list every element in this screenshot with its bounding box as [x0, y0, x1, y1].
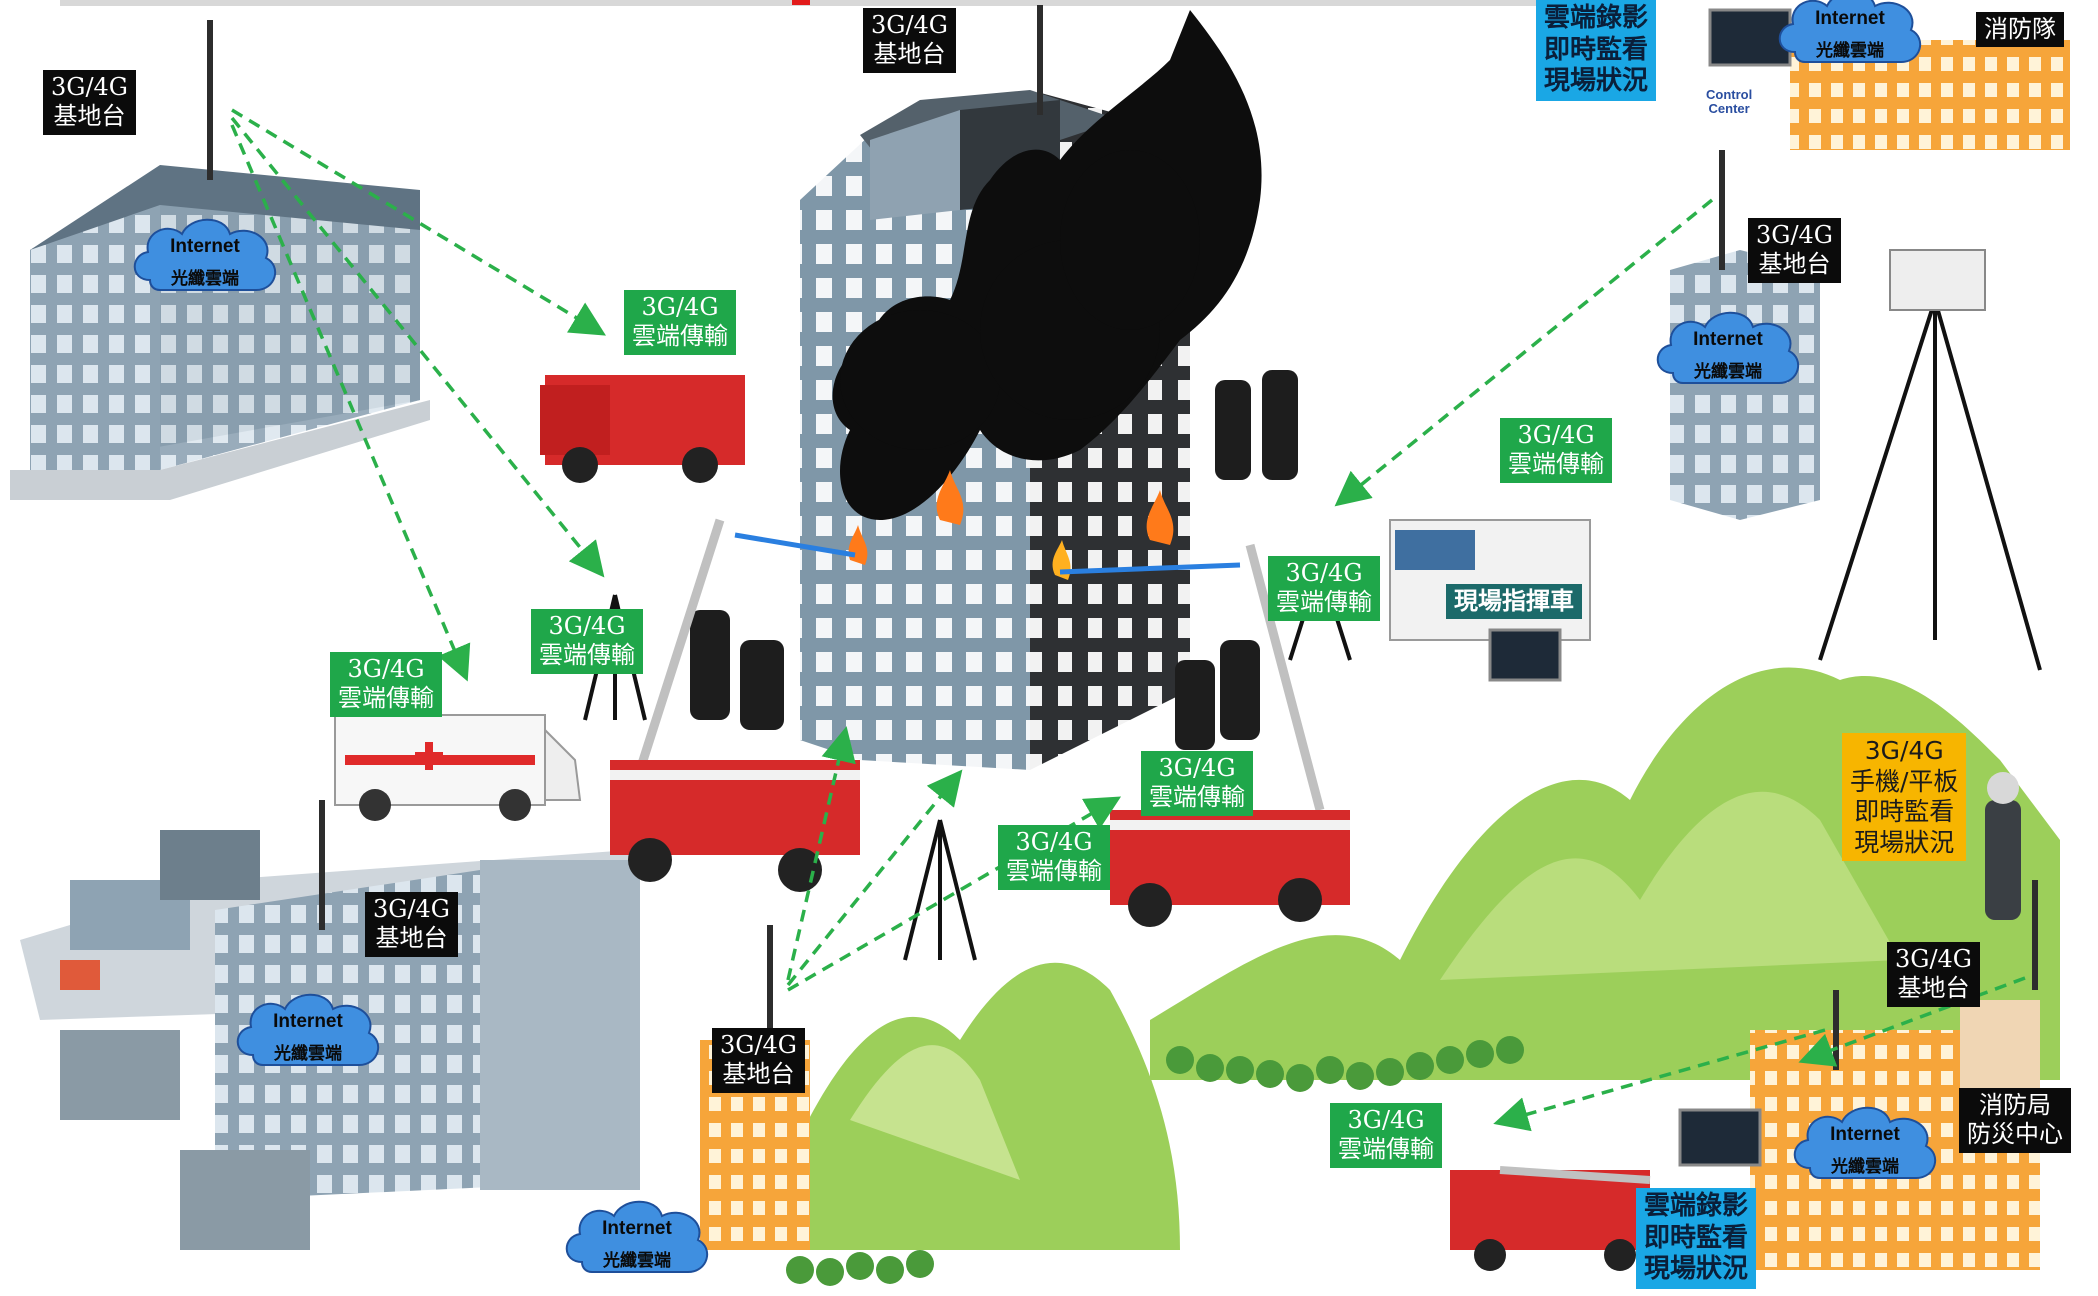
tower-right: [1670, 250, 1820, 520]
command-vehicle: [1389, 519, 1591, 641]
cloud-recording-label-bottom: 雲端錄影即時監看現場狀況: [1636, 1188, 1757, 1290]
tree-row: [786, 1036, 1524, 1286]
ladder-truck-bottom: [1450, 1166, 1651, 1271]
water-tanker-truck: [540, 375, 745, 483]
cloud-icon: [1778, 0, 1922, 63]
smoke-plume: [832, 10, 1262, 520]
cloud-icon: [1656, 311, 1800, 384]
mountains: [780, 667, 2060, 1250]
header-bar: [60, 0, 1640, 6]
transmission-arrows: [230, 108, 2026, 1132]
firefighters: [690, 370, 1298, 750]
monitors: [1488, 8, 1792, 1167]
cloud-icon: [133, 218, 277, 291]
command-vehicle-label: 現場指揮車: [1446, 584, 1582, 620]
cloud-icon: [236, 993, 380, 1066]
header-accent: [792, 0, 810, 5]
police-officer: [1985, 772, 2021, 920]
cloud-icon: [565, 1200, 709, 1273]
buildings-bottom-left: [20, 830, 640, 1250]
ladder-truck-right: [1110, 543, 1350, 927]
water-jet-left: [734, 532, 856, 558]
water-jet-right: [1059, 562, 1241, 575]
ambulance: [334, 714, 582, 821]
fire-bureau-label: 消防局防災中心: [1959, 1088, 2071, 1153]
fire-brigade-label: 消防隊: [1976, 12, 2064, 48]
cloud-recording-label-top: 雲端錄影即時監看現場狀況: [1536, 0, 1657, 102]
cloud-icon: [1793, 1106, 1937, 1179]
